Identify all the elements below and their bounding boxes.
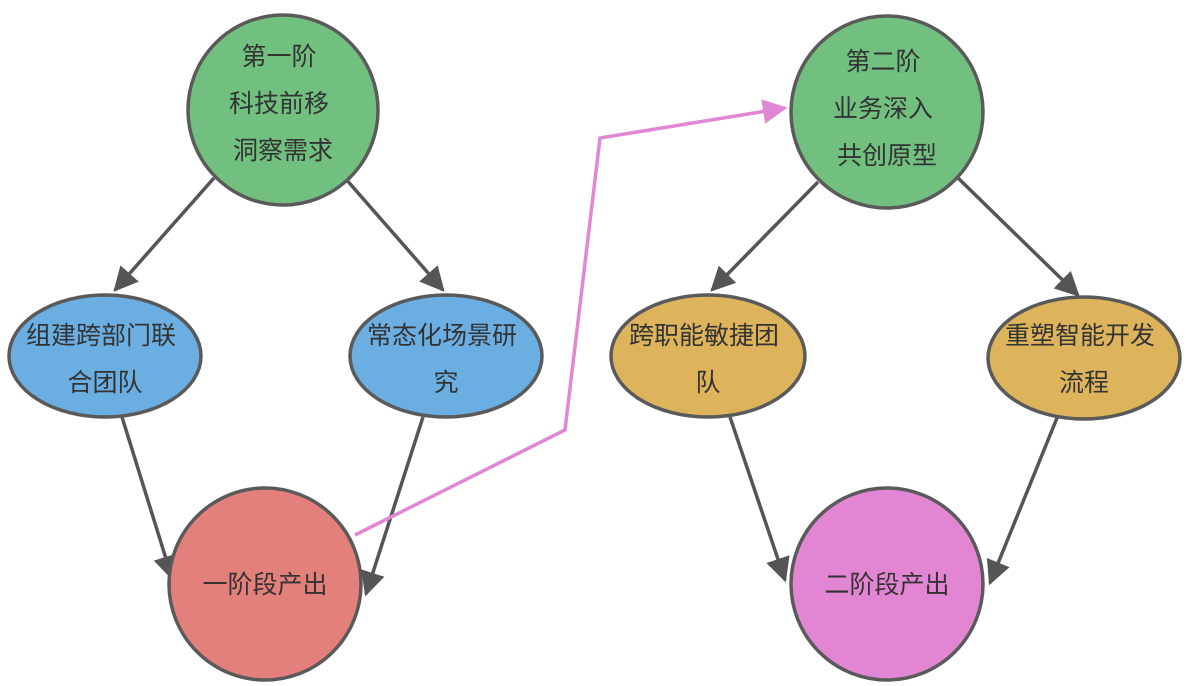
- node-team2-line-1: 跨职能敏捷团: [629, 321, 779, 350]
- node-output2: 二阶段产出: [789, 486, 985, 682]
- node-team2-line-2: 队: [695, 368, 720, 397]
- node-flow: 重塑智能开发 流程: [986, 295, 1182, 421]
- node-phase1: 第一阶 科技前移 洞察需求: [186, 13, 380, 207]
- node-phase1-line-2: 科技前移: [229, 89, 329, 118]
- node-scene: 常态化场景研 究: [348, 293, 544, 419]
- edge-phase1-to-team1: [113, 176, 216, 292]
- node-team1-shape: [7, 293, 203, 419]
- svg-text:组建跨部门联 合团队: 组建跨部门联 合团队: [26, 321, 184, 397]
- node-output2-shape: [789, 486, 985, 682]
- edge-scene-to-output1: [361, 416, 425, 597]
- node-phase2-shape: [789, 14, 985, 210]
- node-output1: 一阶段产出: [167, 486, 363, 682]
- node-phase2-line-2: 业务深入: [833, 94, 933, 123]
- node-phase1-line-1: 第一阶: [242, 42, 317, 71]
- node-team1-line-2: 合团队: [67, 368, 142, 397]
- node-output1-shape: [167, 486, 363, 682]
- node-flow-shape: [986, 295, 1182, 421]
- edge-phase2-to-team2: [710, 180, 820, 292]
- node-phase2-line-3: 共创原型: [837, 141, 937, 170]
- node-phase2: 第二阶 业务深入 共创原型: [789, 14, 985, 210]
- svg-text:重塑智能开发 流程: 重塑智能开发 流程: [1005, 321, 1163, 397]
- node-team1-line-1: 组建跨部门联: [26, 321, 176, 350]
- svg-text:第二阶 业务深入 共创原型: 第二阶 业务深入 共创原型: [833, 47, 941, 170]
- node-team2-shape: [609, 293, 807, 419]
- svg-text:常态化场景研 究: 常态化场景研 究: [367, 321, 525, 397]
- edge-flow-to-output2: [986, 417, 1059, 586]
- svg-text:第一阶 科技前移 洞察需求: 第一阶 科技前移 洞察需求: [229, 42, 337, 165]
- node-phase2-line-1: 第二阶: [846, 47, 921, 76]
- nodes: 第一阶 科技前移 洞察需求 组建跨部门联 合团队 常态化场景研 究 一阶段产出: [7, 13, 1182, 682]
- node-output2-line-1: 二阶段产出: [824, 570, 949, 599]
- node-scene-line-1: 常态化场景研: [367, 321, 517, 350]
- node-flow-line-1: 重塑智能开发: [1005, 321, 1155, 350]
- node-scene-shape: [348, 293, 544, 419]
- node-team2: 跨职能敏捷团 队: [609, 293, 807, 419]
- node-flow-line-2: 流程: [1059, 368, 1109, 397]
- edge-output1-to-phase2: [354, 99, 788, 537]
- edge-team2-to-output2: [728, 416, 790, 583]
- node-output1-line-1: 一阶段产出: [202, 570, 327, 599]
- node-phase1-line-3: 洞察需求: [233, 136, 333, 165]
- svg-text:一阶段产出: 一阶段产出: [202, 570, 327, 599]
- edge-phase2-to-flow: [956, 176, 1080, 297]
- edge-team1-to-output1: [120, 416, 178, 581]
- svg-text:二阶段产出: 二阶段产出: [824, 570, 949, 599]
- node-team1: 组建跨部门联 合团队: [7, 293, 203, 419]
- node-phase1-shape: [186, 13, 380, 207]
- node-scene-line-2: 究: [433, 368, 458, 397]
- svg-text:跨职能敏捷团 队: 跨职能敏捷团 队: [629, 321, 787, 397]
- edge-phase1-to-scene: [343, 176, 445, 292]
- edges: [113, 99, 1080, 597]
